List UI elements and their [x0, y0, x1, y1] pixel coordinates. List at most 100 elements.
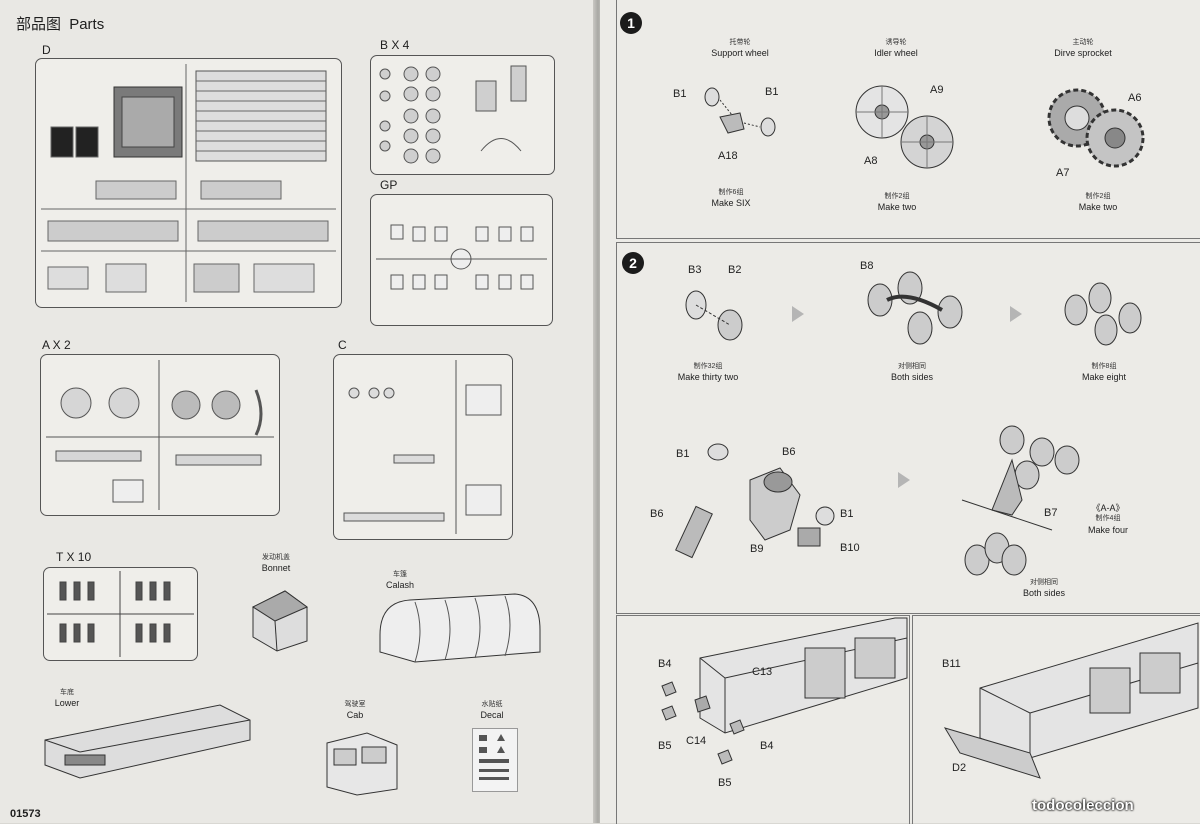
step3-right-panel: [912, 615, 1200, 824]
cab-label-cn: 驾驶室: [344, 701, 366, 708]
sprue-d-label: D: [42, 43, 51, 57]
code-b2: B2: [728, 264, 742, 276]
sprue-d: [35, 58, 342, 308]
page-code: 01573: [10, 808, 41, 820]
support-wheel-en: Support wheel: [711, 48, 769, 59]
sprue-c-drawing: [343, 360, 502, 534]
sprue-t: [43, 567, 198, 661]
hull-left-parts-drawing: [661, 681, 745, 765]
sprue-b-label: B X 4: [380, 38, 410, 52]
decal-label: 水贴纸 Decal: [476, 700, 508, 722]
code-a7: A7: [1056, 167, 1070, 179]
code-c14: C14: [686, 735, 707, 747]
support-make-label: 制作6组 Make SIX: [708, 188, 754, 210]
support-wheel-drawing: [704, 87, 776, 137]
code-c13: C13: [752, 666, 773, 678]
sprue-gp-drawing: [376, 224, 547, 290]
bonnet-label: 发动机盖 Bonnet: [248, 553, 304, 575]
sprue-b: [370, 55, 555, 175]
bogie-exploded-drawing: [675, 443, 835, 559]
calash-label-en: Calash: [385, 580, 414, 591]
bonnet-label-en: Bonnet: [261, 563, 291, 574]
code-b4-top: B4: [658, 658, 672, 670]
parts-header-en: Parts: [69, 16, 105, 33]
sprue-a: [40, 354, 280, 516]
code-b7: B7: [1044, 507, 1058, 519]
code-d2: D2: [952, 762, 967, 774]
support-wheel-cn: 托带轮: [729, 39, 751, 46]
step2c-make-cn: 制作8组: [1091, 363, 1117, 370]
step2-arrow-2: [1010, 306, 1022, 322]
lower-label-en: Lower: [54, 698, 80, 709]
section-aa-label: 《A-A》 制作4组 Make four: [1086, 502, 1130, 536]
code-b5-bottom: B5: [718, 777, 732, 789]
step2e-sides-cn: 对侧相同: [1030, 579, 1058, 586]
watermark: todocoleccion: [1032, 797, 1134, 814]
step2e-sides-label: 对侧相同 Both sides: [1020, 578, 1068, 600]
step2-arrow-3: [898, 472, 910, 488]
step2c-make-label: 制作8组 Make eight: [1082, 362, 1126, 384]
sprue-t-drawing: [47, 571, 194, 657]
hull-right-drawing: [943, 622, 1199, 779]
code-b1-right: B1: [765, 86, 779, 98]
sprocket-make-cn: 制作2组: [1085, 193, 1111, 200]
calash-label-cn: 车篷: [393, 571, 407, 578]
idler-wheel-cn: 诱导轮: [885, 39, 907, 46]
step2-number: 2: [622, 252, 644, 274]
code-b3: B3: [688, 264, 702, 276]
support-make-cn: 制作6组: [718, 189, 744, 196]
code-b1-2d-right: B1: [840, 508, 854, 520]
step1-number: 1: [620, 12, 642, 34]
lower-label: 车底 Lower: [52, 688, 82, 710]
decal-sheet-drawing: [479, 734, 509, 780]
calash-label: 车篷 Calash: [380, 570, 420, 592]
step2e-make-cn: 制作4组: [1095, 515, 1121, 523]
support-wheel-label: 托带轮 Support wheel: [700, 38, 780, 60]
step2-panel: [616, 242, 1200, 614]
step2e-make-en: Make four: [1087, 524, 1129, 535]
step2e-sides-en: Both sides: [1022, 588, 1066, 599]
step2b-cn: 对侧相同: [898, 363, 926, 370]
calash-drawing: [379, 593, 541, 663]
idler-wheel-drawing: [855, 85, 954, 169]
sprue-a-label: A X 2: [42, 338, 71, 352]
step2b-label: 对侧相同 Both sides: [888, 362, 936, 384]
sprocket-label: 主动轮 Dirve sprocket: [1050, 38, 1116, 60]
parts-header: 部品图 Parts: [16, 13, 104, 34]
code-b11: B11: [942, 658, 961, 670]
code-b9: B9: [750, 543, 764, 555]
bonnet-drawing: [251, 590, 308, 652]
sprue-gp: [370, 194, 553, 326]
code-b8: B8: [860, 260, 874, 272]
code-b10: B10: [840, 542, 860, 554]
code-b1-left: B1: [673, 88, 687, 100]
code-b1-2d-top: B1: [676, 448, 690, 460]
step1-panel: [616, 0, 1200, 239]
bogie-assembly-drawing: [867, 271, 963, 345]
sprocket-en: Dirve sprocket: [1054, 48, 1112, 59]
code-b4-bottom: B4: [760, 740, 774, 752]
wheel-pair-drawing: [685, 290, 743, 341]
lower-label-cn: 车底: [60, 689, 74, 696]
sprue-c: [333, 354, 513, 540]
code-b6-top: B6: [782, 446, 796, 458]
code-a8: A8: [864, 155, 878, 167]
bonnet-label-cn: 发动机盖: [262, 554, 290, 561]
code-a18: A18: [718, 150, 738, 162]
cab-label: 驾驶室 Cab: [340, 700, 370, 722]
parts-header-cn: 部品图: [16, 16, 62, 33]
idler-make-label: 制作2组 Make two: [875, 192, 919, 214]
sprue-d-drawing: [41, 64, 336, 302]
code-a9: A9: [930, 84, 944, 96]
sprocket-cn: 主动轮: [1072, 39, 1094, 46]
step2a-make-en: Make thirty two: [677, 372, 739, 383]
sprocket-make-en: Make two: [1078, 202, 1118, 213]
sprue-b-drawing: [379, 65, 527, 164]
support-make-en: Make SIX: [711, 198, 751, 209]
decal-label-cn: 水贴纸: [481, 701, 503, 708]
step2a-make-cn: 制作32组: [693, 363, 723, 370]
sprocket-make-label: 制作2组 Make two: [1075, 192, 1121, 214]
code-b6-left: B6: [650, 508, 664, 520]
decal-sheet: [472, 728, 518, 792]
sprocket-drawing: [1047, 88, 1145, 168]
